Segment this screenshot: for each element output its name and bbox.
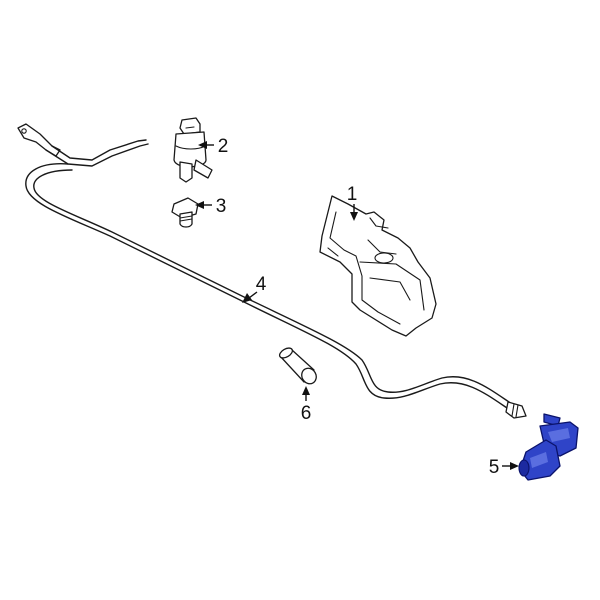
callout-2: 2 xyxy=(198,136,228,157)
grommet[interactable] xyxy=(171,197,199,228)
callout-6-label: 6 xyxy=(301,403,312,424)
callout-1-label: 1 xyxy=(347,184,358,205)
callout-2-label: 2 xyxy=(218,136,229,157)
callout-4-label: 4 xyxy=(256,274,267,295)
washer-hose[interactable] xyxy=(17,123,527,419)
hose-connector[interactable] xyxy=(278,346,319,386)
callout-1: 1 xyxy=(347,184,358,221)
callout-4: 4 xyxy=(242,274,267,303)
callout-6: 6 xyxy=(301,386,312,424)
callout-5-label: 5 xyxy=(489,457,500,478)
washer-reservoir[interactable] xyxy=(319,195,437,337)
washer-nozzle[interactable] xyxy=(518,413,579,481)
callout-5: 5 xyxy=(489,457,519,478)
washer-pump[interactable] xyxy=(173,117,213,183)
callout-3-label: 3 xyxy=(216,196,227,217)
callout-3: 3 xyxy=(195,196,226,217)
